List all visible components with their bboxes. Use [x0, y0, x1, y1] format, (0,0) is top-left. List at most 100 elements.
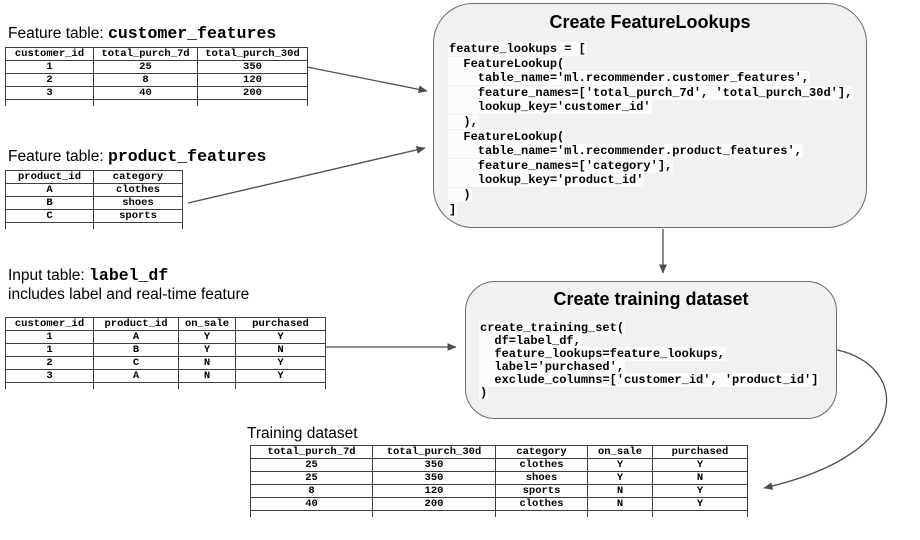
table-cell: Y: [652, 497, 748, 511]
code-line: ]: [448, 202, 458, 217]
table-cell: Y: [652, 484, 748, 498]
feature-lookups-box: Create FeatureLookups feature_lookups = …: [433, 3, 867, 228]
column-header: total_purch_30d: [197, 47, 308, 61]
code-line: label='purchased',: [479, 360, 626, 375]
table-cell: B: [93, 343, 179, 357]
table-cell: 25: [250, 471, 373, 485]
column-header: category: [93, 170, 183, 184]
code-line: feature_lookups = [: [448, 42, 587, 56]
table-cell: Y: [178, 343, 236, 357]
clipped-cell: [5, 222, 94, 229]
clipped-cell: [652, 510, 748, 517]
table-cell: 120: [372, 484, 496, 498]
table-cell: 25: [93, 60, 198, 74]
column-header: on_sale: [587, 445, 653, 459]
training-table-title: Training dataset: [247, 425, 358, 442]
code-line: feature_names=['category'],: [448, 158, 674, 173]
clipped-row: [5, 99, 308, 106]
product-table-title: Feature table: product_features: [8, 147, 266, 166]
clipped-cell: [197, 99, 308, 106]
table-cell: clothes: [495, 497, 588, 511]
table-cell: 120: [197, 73, 308, 87]
clipped-cell: [93, 99, 198, 106]
column-header: product_id: [93, 317, 179, 331]
code-line: ): [479, 386, 489, 401]
table-cell: 40: [250, 497, 373, 511]
clipped-row: [250, 510, 748, 517]
table-cell: N: [587, 484, 653, 498]
table-cell: 1: [5, 330, 94, 344]
clipped-cell: [5, 99, 94, 106]
code-line: lookup_key='product_id': [448, 173, 645, 188]
table-cell: 1: [5, 343, 94, 357]
column-header: customer_id: [5, 47, 94, 61]
table-cell: 25: [250, 458, 373, 472]
label-table-title-line: Input table: label_df: [8, 266, 169, 285]
table-cell: clothes: [93, 183, 183, 197]
column-header: total_purch_7d: [93, 47, 198, 61]
column-header: category: [495, 445, 588, 459]
table-cell: C: [93, 356, 179, 370]
column-header: on_sale: [178, 317, 236, 331]
table-cell: 8: [93, 73, 198, 87]
code-line: table_name='ml.recommender.product_featu…: [448, 144, 803, 159]
table-cell: Y: [235, 356, 326, 370]
column-header: total_purch_30d: [372, 445, 496, 459]
table-cell: 1: [5, 60, 94, 74]
column-header: purchased: [235, 317, 326, 331]
table-cell: 200: [197, 86, 308, 100]
table-cell: 40: [93, 86, 198, 100]
table-cell: clothes: [495, 458, 588, 472]
clipped-cell: [178, 382, 236, 389]
table-cell: C: [5, 209, 94, 223]
code-line: lookup_key='customer_id': [448, 100, 652, 115]
customer-table-title-prefix: Feature table:: [8, 25, 108, 42]
feature-lookups-code: feature_lookups = [ FeatureLookup( table…: [448, 42, 854, 217]
clipped-cell: [250, 510, 373, 517]
table-cell: 3: [5, 86, 94, 100]
code-line: ),: [448, 114, 479, 129]
table-cell: Y: [235, 369, 326, 383]
table-cell: 350: [197, 60, 308, 74]
clipped-cell: [587, 510, 653, 517]
table-cell: sports: [93, 209, 183, 223]
feature-lookups-box-title: Create FeatureLookups: [549, 12, 751, 32]
clipped-cell: [93, 382, 179, 389]
customer-table-title: Feature table: customer_features: [8, 24, 276, 43]
code-line: FeatureLookup(: [448, 129, 566, 144]
code-line: feature_lookups=feature_lookups,: [479, 347, 726, 362]
table-cell: 200: [372, 497, 496, 511]
table-cell: sports: [495, 484, 588, 498]
customer-table-title-code: customer_features: [107, 24, 277, 43]
table-cell: 350: [372, 471, 496, 485]
label-table-title: Input table: label_df includes label and…: [8, 266, 249, 304]
clipped-cell: [5, 382, 94, 389]
code-line: FeatureLookup(: [448, 56, 566, 71]
table-cell: N: [652, 471, 748, 485]
training-set-box-title: Create training dataset: [553, 289, 749, 309]
table-cell: A: [5, 183, 94, 197]
table-cell: 350: [372, 458, 496, 472]
table-cell: N: [178, 356, 236, 370]
column-header: total_purch_7d: [250, 445, 373, 459]
code-line: exclude_columns=['customer_id', 'product…: [479, 373, 820, 388]
table-cell: B: [5, 196, 94, 210]
table-cell: N: [178, 369, 236, 383]
clipped-cell: [235, 382, 326, 389]
table-cell: shoes: [93, 196, 183, 210]
